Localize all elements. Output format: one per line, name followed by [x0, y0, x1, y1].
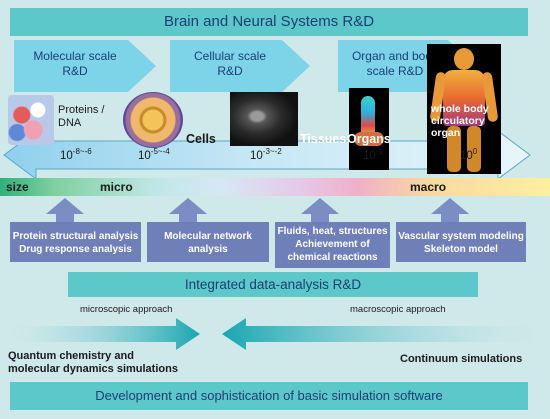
up-arrow-1	[46, 198, 84, 222]
size-gradient-strip	[0, 178, 550, 196]
tissues-label: Tissues	[300, 132, 347, 146]
microscopic-approach-label: microscopic approach	[80, 304, 173, 315]
method-up-arrows	[46, 198, 469, 222]
organ-scale-label: Organ and body scale R&D	[351, 49, 439, 78]
organs-label: Organs	[347, 132, 391, 146]
footer-band: Development and sophistication of basic …	[10, 382, 528, 410]
cell-illustration	[123, 92, 183, 148]
up-arrow-2	[169, 198, 207, 222]
title-band: Brain and Neural Systems R&D	[10, 8, 528, 36]
micro-label: micro	[100, 180, 133, 194]
protein-structure-image	[8, 95, 54, 145]
up-arrow-4	[431, 198, 469, 222]
diagram-title: Brain and Neural Systems R&D	[163, 13, 375, 30]
size-label: size	[6, 180, 29, 194]
method-box-vascular: Vascular system modeling Skeleton model	[396, 222, 526, 262]
method-box-protein: Protein structural analysis Drug respons…	[10, 222, 141, 262]
molecular-scale-chevron	[14, 40, 156, 92]
whole-body-image	[427, 44, 501, 174]
power-label-3: 10-3~-2	[250, 147, 282, 162]
whole-body-label: whole body circulatory organ	[431, 103, 489, 139]
power-label-2: 10-5~-4	[138, 147, 170, 162]
approach-arrows	[12, 318, 536, 350]
power-label-4: 10-1	[363, 147, 383, 162]
cells-label: Cells	[186, 132, 216, 146]
quantum-chemistry-label: Quantum chemistry and molecular dynamics…	[8, 350, 178, 375]
organ-image	[349, 88, 389, 170]
integrated-band: Integrated data-analysis R&D	[68, 272, 478, 297]
microscopic-approach-arrow	[12, 318, 200, 350]
cellular-scale-chevron	[170, 40, 310, 92]
macroscopic-approach-arrow	[222, 318, 536, 350]
method-box-molecular-network: Molecular network analysis	[147, 222, 269, 262]
power-label-1: 10-8~-6	[60, 147, 92, 162]
macroscopic-approach-label: macroscopic approach	[350, 304, 446, 315]
macro-label: macro	[410, 180, 447, 194]
molecular-scale-label: Molecular scale R&D	[33, 49, 117, 78]
cellular-scale-label: Cellular scale R&D	[193, 49, 267, 78]
tissue-micrograph	[230, 92, 298, 146]
proteins-dna-label: Proteins / DNA	[58, 104, 105, 129]
method-box-fluids: Fluids, heat, structures Achievement of …	[275, 222, 390, 268]
power-label-5: 100	[460, 147, 478, 162]
continuum-simulations-label: Continuum simulations	[400, 353, 523, 365]
up-arrow-3	[301, 198, 339, 222]
